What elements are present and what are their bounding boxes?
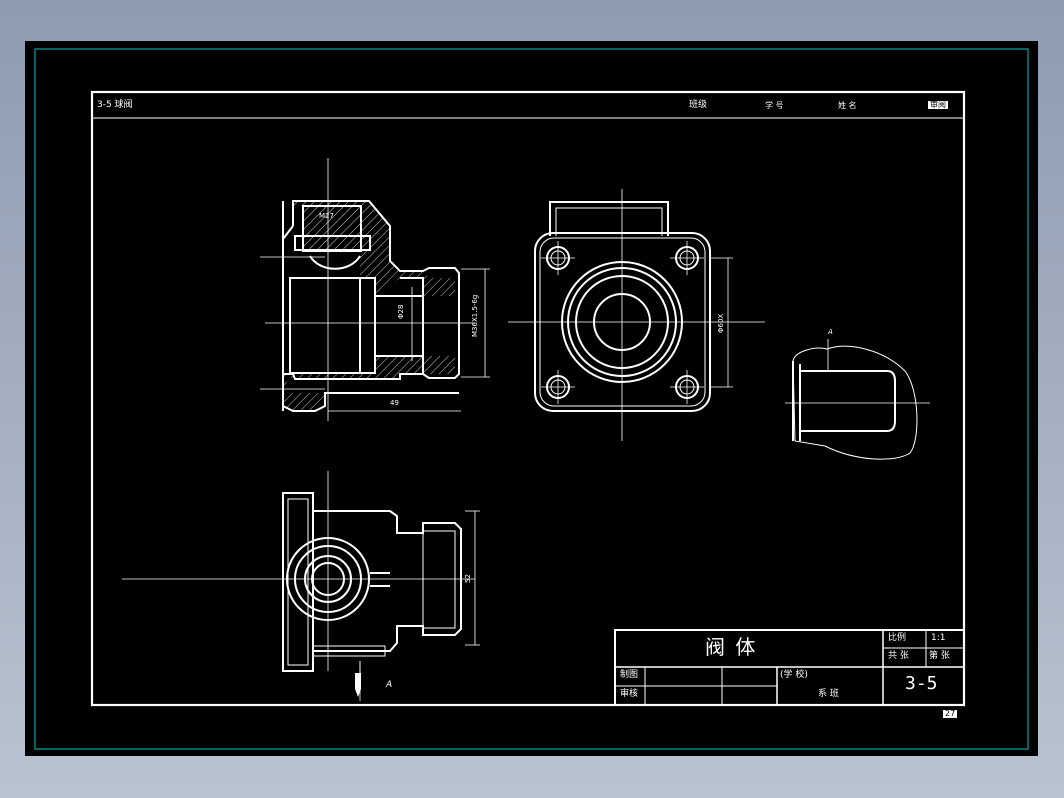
square-dim-label: Φ60X [717, 313, 725, 333]
header-title: 3-5 球阀 [97, 100, 133, 110]
thread-right-label: M36X1.5-6g [471, 294, 479, 337]
arrow-a-label: A [386, 680, 393, 690]
title-block-grid [614, 629, 965, 706]
header-name-label: 姓 名 [838, 101, 857, 110]
flange-view [534, 201, 711, 412]
aux-view-a [785, 339, 930, 460]
top-view [282, 492, 462, 682]
front-centerlines [260, 158, 490, 421]
bore-diameter-label: Φ28 [397, 304, 405, 319]
width-dim-label: 52 [464, 574, 472, 583]
dept-label: 系 班 [818, 689, 839, 699]
view-a-label: A [828, 328, 833, 336]
checked-by-label: 审核 [620, 689, 639, 699]
drawing-sheet: 3-5 球阀 班级 学 号 姓 名 审阅 M27 Φ28 M36X1.5-6g … [25, 41, 1038, 756]
header-score-label: 审阅 [928, 100, 948, 109]
view-arrow [355, 673, 361, 697]
scale-value: 1:1 [931, 633, 946, 643]
thread-top-label: M27 [319, 212, 334, 220]
header-class-label: 班级 [689, 100, 708, 110]
outer-frame [34, 48, 1029, 750]
drawing-canvas [34, 48, 1029, 750]
part-name: 阀 体 [705, 635, 758, 659]
scale-label: 比例 [888, 633, 907, 643]
drawing-border [90, 90, 966, 707]
length-dim-label: 49 [390, 399, 399, 407]
drawing-number: 3-5 [905, 673, 938, 694]
top-centerlines [122, 471, 480, 701]
corner-mark: 27 [943, 709, 958, 718]
total-sheets-label: 共 张 [888, 651, 909, 661]
header-student-no-label: 学 号 [765, 101, 784, 110]
flange-centerlines [508, 189, 765, 441]
front-section-hatch [283, 201, 455, 411]
sheet-number-label: 第 张 [929, 651, 950, 661]
drawn-by-label: 制图 [620, 670, 639, 680]
school-label: (学 校) [780, 670, 808, 680]
